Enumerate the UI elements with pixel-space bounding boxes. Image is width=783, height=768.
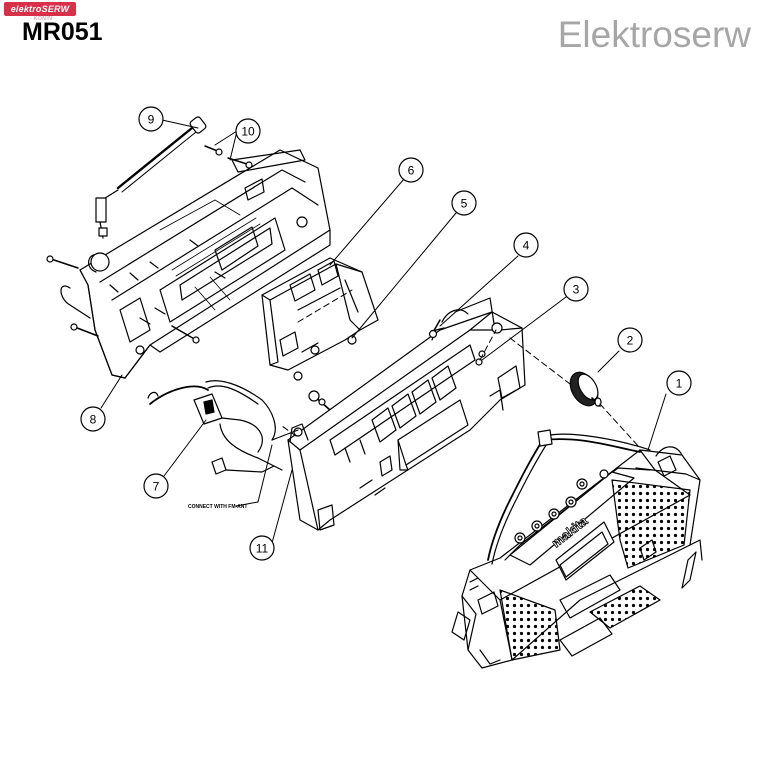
callout-7: 7 bbox=[143, 473, 169, 499]
callout-4: 4 bbox=[513, 232, 539, 258]
part-3-washer bbox=[475, 358, 483, 366]
callout-9-label: 9 bbox=[148, 113, 155, 127]
callout-2-label: 2 bbox=[627, 334, 634, 348]
callout-7-label: 7 bbox=[153, 480, 160, 494]
callout-10: 10 bbox=[235, 118, 261, 144]
callout-5-label: 5 bbox=[461, 197, 468, 211]
part-1-front-housing: makita bbox=[451, 446, 703, 669]
part-11-main-pcb bbox=[287, 297, 526, 531]
front-housing-cable bbox=[487, 429, 651, 565]
callout-6: 6 bbox=[398, 157, 424, 183]
callout-3: 3 bbox=[563, 276, 589, 302]
part-4-screw bbox=[428, 319, 441, 339]
callout-9: 9 bbox=[138, 106, 164, 132]
callout-6-label: 6 bbox=[408, 164, 415, 178]
leader-lines bbox=[100, 119, 667, 544]
callout-10-label: 10 bbox=[241, 125, 255, 139]
wiring-note: CONNECT WITH FM-ANT bbox=[188, 504, 247, 510]
rear-housing-screws bbox=[46, 145, 253, 344]
part-9-antenna bbox=[95, 116, 207, 239]
callout-11-label: 11 bbox=[256, 542, 269, 556]
callout-2: 2 bbox=[617, 327, 643, 353]
part-6-bracket bbox=[261, 257, 379, 371]
model-title: MR051 bbox=[22, 18, 103, 46]
watermark-logo-sub: KONIN bbox=[34, 16, 53, 22]
part-5-screws bbox=[293, 335, 357, 411]
callout-8-label: 8 bbox=[90, 413, 97, 427]
part-8-rear-housing bbox=[60, 149, 331, 379]
callout-11: 11 bbox=[249, 535, 275, 561]
callouts: 1 2 3 4 5 6 7 8 bbox=[80, 106, 692, 561]
callout-1: 1 bbox=[666, 370, 692, 396]
callout-8: 8 bbox=[80, 406, 106, 432]
callout-1-label: 1 bbox=[676, 377, 683, 391]
callout-4-label: 4 bbox=[523, 239, 530, 253]
part-2-gear-knob bbox=[569, 371, 602, 407]
brand-watermark: Elektroserw bbox=[557, 14, 751, 55]
assembly-lines bbox=[281, 289, 641, 449]
callout-5: 5 bbox=[451, 190, 477, 216]
part-7-switch-wiring bbox=[147, 380, 299, 475]
watermark-logo: elektroSERW bbox=[4, 2, 76, 16]
callout-3-label: 3 bbox=[573, 283, 580, 297]
